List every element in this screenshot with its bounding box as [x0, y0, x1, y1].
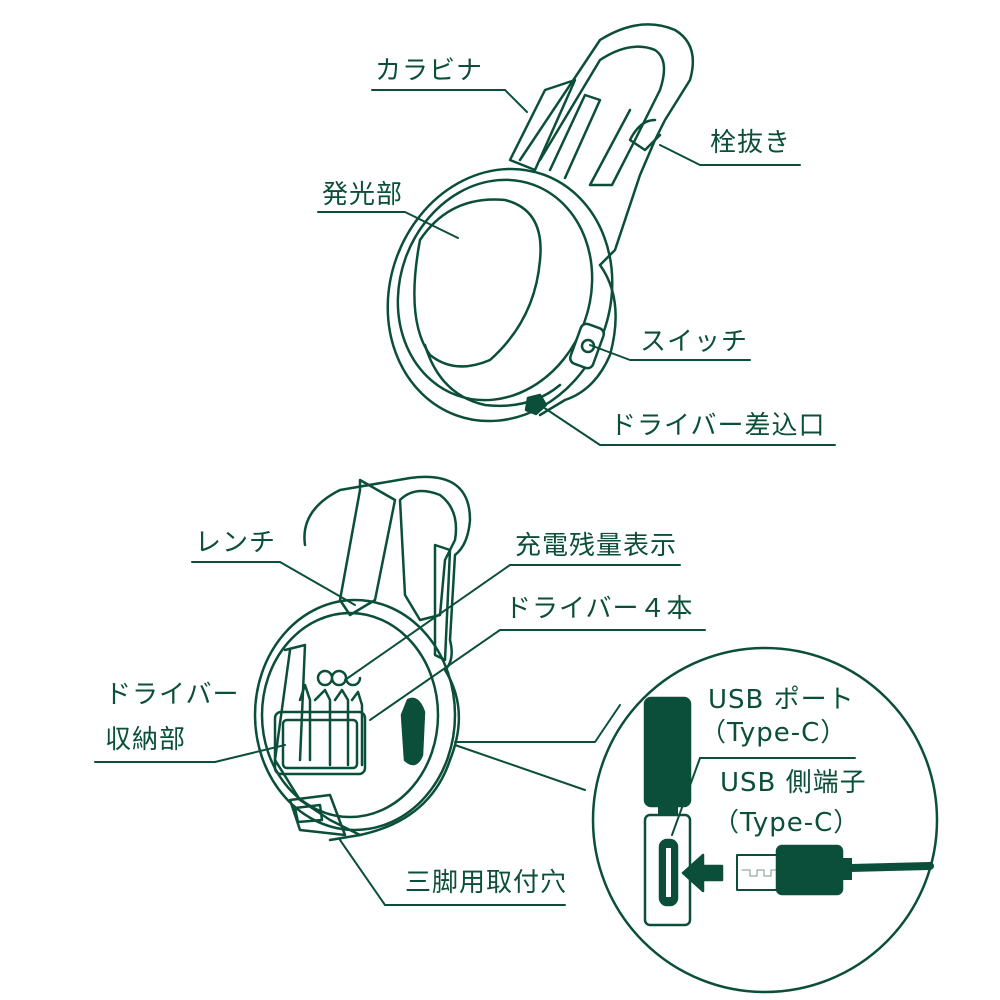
label-tripod-mount: 三脚用取付穴 [405, 868, 568, 898]
top-device [386, 23, 695, 423]
label-usb-side: USB 側端子 [720, 768, 867, 798]
usb-cable-plug [775, 844, 844, 896]
label-driver-storage-1: ドライバー [105, 680, 240, 710]
label-wrench: レンチ [195, 528, 277, 558]
usb-cable [846, 862, 934, 872]
bottle-opener [628, 118, 662, 152]
arrow-icon [681, 853, 724, 893]
label-drivers-4: ドライバー４本 [505, 594, 694, 624]
bottom-device [253, 475, 472, 842]
light-lens [413, 198, 542, 368]
label-driver-storage-2: 収納部 [105, 725, 187, 755]
carabiner-inner [538, 45, 666, 187]
label-light: 発光部 [322, 180, 404, 210]
label-carabiner: カラビナ [375, 56, 484, 86]
label-driver-slot: ドライバー差込口 [610, 411, 826, 441]
label-usb-side-type: （Type-C） [713, 808, 861, 838]
label-switch: スイッチ [640, 327, 749, 357]
label-battery-indicator: 充電残量表示 [515, 531, 678, 561]
body-ring [253, 598, 457, 832]
carabiner [518, 23, 695, 267]
drivers [298, 683, 364, 767]
carabiner-back [303, 475, 472, 842]
usb-inset [591, 646, 939, 994]
switch-button [568, 322, 606, 370]
driver-slot [524, 393, 548, 416]
label-usb-port-type: （Type-C） [700, 718, 848, 748]
driver-storage [273, 710, 367, 776]
tripod-mount [288, 793, 347, 837]
usb-c-plug-tip [736, 854, 783, 891]
label-usb-port: USB ポート [708, 685, 855, 715]
usb-port-cover [400, 697, 426, 766]
usb-port-cover-inset [643, 696, 692, 808]
label-bottle-opener: 栓抜き [710, 128, 792, 158]
leader-lines [94, 89, 836, 906]
